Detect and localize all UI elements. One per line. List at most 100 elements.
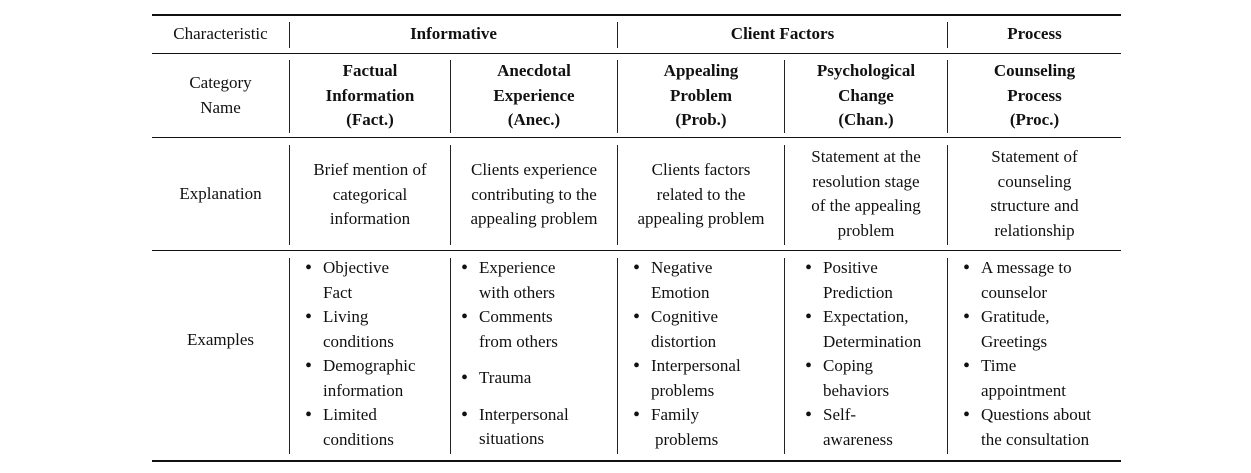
list-item-line: Limited — [323, 405, 377, 424]
category-name-line: (Proc.) — [1009, 110, 1060, 129]
col-divider — [450, 60, 451, 133]
col-divider — [947, 258, 948, 454]
list-item-line: Positive — [823, 258, 878, 277]
col-divider — [289, 145, 290, 245]
row-label-explanation: Explanation — [179, 184, 262, 203]
list-item-line: conditions — [323, 429, 394, 449]
explanation-anec: Clients experience contributing to the a… — [451, 158, 617, 232]
category-name-line: Process — [1007, 85, 1062, 105]
list-item-line: Greetings — [981, 331, 1048, 351]
col-divider — [784, 145, 785, 245]
list-item-line: Time — [981, 356, 1017, 375]
explanation-proc: Statement of counseling structure and re… — [948, 145, 1121, 243]
row-label-line: Name — [200, 97, 241, 117]
category-name-anec: Anecdotal Experience (Anec.) — [451, 59, 617, 133]
list-item-line: counselor — [981, 282, 1048, 302]
category-name-line: (Anec.) — [507, 110, 561, 129]
explanation-line: categorical — [332, 184, 408, 204]
explanation-chan: Statement at the resolution stage of the… — [785, 145, 947, 243]
header-characteristic: Characteristic — [173, 24, 268, 43]
explanation-line: Clients experience — [470, 160, 598, 179]
category-name-prob: Appealing Problem (Prob.) — [618, 59, 784, 133]
explanation-line: contributing to the — [471, 184, 597, 204]
list-item-line: situations — [479, 429, 545, 448]
category-name-line: (Chan.) — [838, 110, 894, 129]
list-item-line: Family — [651, 405, 700, 424]
list-item-line: the consultation — [981, 429, 1090, 449]
list-item-line: Coping — [823, 356, 874, 375]
examples-list-proc: A message to counselor Gratitude, Greeting… — [961, 256, 1121, 452]
list-item-line: information — [323, 380, 404, 400]
category-name-line: Appealing — [663, 61, 739, 80]
bottom-rule — [152, 460, 1121, 462]
list-item-line: Objective — [323, 258, 390, 277]
category-name-line: Counseling — [993, 61, 1076, 80]
list-item-line: from others — [479, 331, 558, 351]
list-item-line: Demographic — [323, 356, 416, 375]
list-item-line: Comments — [479, 307, 553, 326]
list-item-line: A message to — [981, 258, 1072, 277]
list-item-line: Negative — [651, 258, 713, 277]
col-divider — [947, 145, 948, 245]
list-item: Trauma — [459, 366, 617, 391]
col-divider — [289, 258, 290, 454]
explanation-line: resolution stage — [812, 171, 920, 191]
list-item-line: behaviors — [823, 380, 890, 400]
col-divider — [289, 22, 290, 48]
category-name-line: Psychological — [816, 61, 916, 80]
category-name-line: Information — [325, 85, 415, 105]
category-name-line: Factual — [342, 61, 398, 80]
list-item-line: Prediction — [823, 282, 893, 302]
list-item-line: Self- — [823, 405, 857, 424]
header-rule — [152, 53, 1121, 54]
col-divider — [289, 60, 290, 133]
row-label-line: Category — [189, 73, 252, 92]
category-name-proc: Counseling Process (Proc.) — [948, 59, 1121, 133]
category-name-line: (Prob.) — [675, 110, 727, 129]
list-item: Expectation,Determination — [803, 305, 947, 354]
header-client-factors: Client Factors — [730, 24, 835, 43]
explanation-line: Statement of — [991, 147, 1078, 166]
header-process: Process — [1007, 24, 1062, 43]
col-divider — [784, 258, 785, 454]
explanation-rule — [152, 250, 1121, 251]
list-item-line: Interpersonal — [479, 404, 569, 424]
explanation-line: information — [329, 209, 411, 228]
category-name-line: Change — [838, 85, 894, 105]
row-label-examples: Examples — [186, 330, 255, 349]
list-item-line: Gratitude, — [981, 307, 1050, 326]
col-divider — [617, 145, 618, 245]
col-divider — [450, 258, 451, 454]
explanation-prob: Clients factors related to the appealing… — [618, 158, 784, 232]
col-divider — [947, 60, 948, 133]
list-item: Limited conditions — [303, 403, 450, 452]
list-item-line: Questions about — [981, 405, 1092, 424]
category-name-fact: Factual Information (Fact.) — [290, 59, 450, 133]
list-item: Gratitude, Greetings — [961, 305, 1121, 354]
explanation-line: Clients factors — [651, 160, 751, 179]
col-divider — [617, 60, 618, 133]
explanation-line: of the appealing — [811, 196, 921, 215]
row-label-category-name: Category Name — [152, 71, 289, 120]
col-divider — [784, 60, 785, 133]
list-item: Comments from others — [459, 305, 617, 354]
explanation-line: structure and — [990, 196, 1079, 215]
explanation-line: related to the — [656, 184, 746, 204]
list-item-line: Cognitive — [651, 307, 719, 326]
list-item: Demographic information — [303, 354, 450, 403]
list-item-line: Fact — [323, 282, 353, 302]
col-divider — [617, 258, 618, 454]
list-item-line: conditions — [323, 331, 394, 351]
explanation-line: Brief mention of — [313, 160, 427, 179]
category-name-line: Experience — [493, 85, 575, 105]
category-rule — [152, 137, 1121, 138]
list-item-line: Determination — [823, 331, 922, 351]
